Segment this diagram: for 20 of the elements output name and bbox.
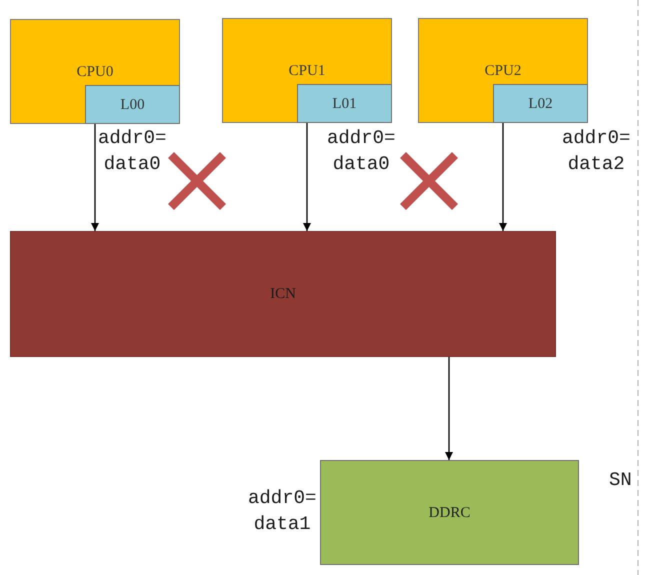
cpu-box (222, 18, 392, 123)
interconnect-bar: ICN (10, 231, 556, 357)
arrow (445, 357, 453, 460)
arrow (499, 123, 507, 231)
cache-box: L00 (85, 85, 180, 124)
arrow (303, 123, 311, 231)
cpu-label: CPU0 (76, 62, 114, 80)
cache-box: L01 (297, 84, 392, 123)
cpu-box (418, 18, 588, 123)
cpu-label: CPU1 (288, 62, 326, 80)
annotation-text: addr0= data2 (562, 126, 630, 177)
memory-controller-box: DDRC (320, 460, 579, 565)
annotation-text: addr0= data1 (248, 486, 316, 537)
edge-label: addr0= data0 (98, 126, 166, 177)
cpu-box (10, 19, 180, 124)
arrow (91, 124, 99, 231)
edge-label: addr0= data0 (327, 126, 396, 177)
cache-box: L02 (493, 84, 588, 123)
cpu-label: CPU2 (484, 62, 522, 80)
region-label: SN (609, 468, 632, 493)
